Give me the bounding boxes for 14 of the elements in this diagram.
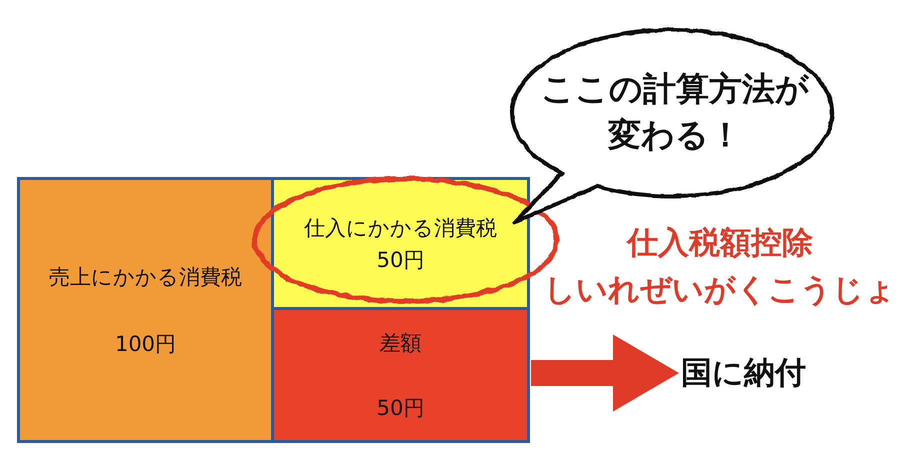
block-title: 売上にかかる消費税: [49, 264, 242, 290]
block-value: 50円: [376, 394, 424, 422]
annotation-text: しいれぜいがくこうじょ: [544, 271, 896, 309]
block-value: 50円: [376, 246, 424, 274]
block-title: 仕入にかかる消費税: [304, 214, 497, 242]
block-value: 100円: [114, 330, 176, 358]
block: [274, 310, 530, 443]
block: [274, 177, 530, 310]
bubble-text: ここの計算方法が変わる！: [540, 68, 810, 156]
text-label: 国に納付: [681, 355, 806, 391]
block-arrow: [531, 334, 679, 412]
block: [17, 177, 274, 443]
annotation-text: 仕入税額控除: [627, 224, 813, 262]
block-title: 差額: [380, 330, 422, 356]
